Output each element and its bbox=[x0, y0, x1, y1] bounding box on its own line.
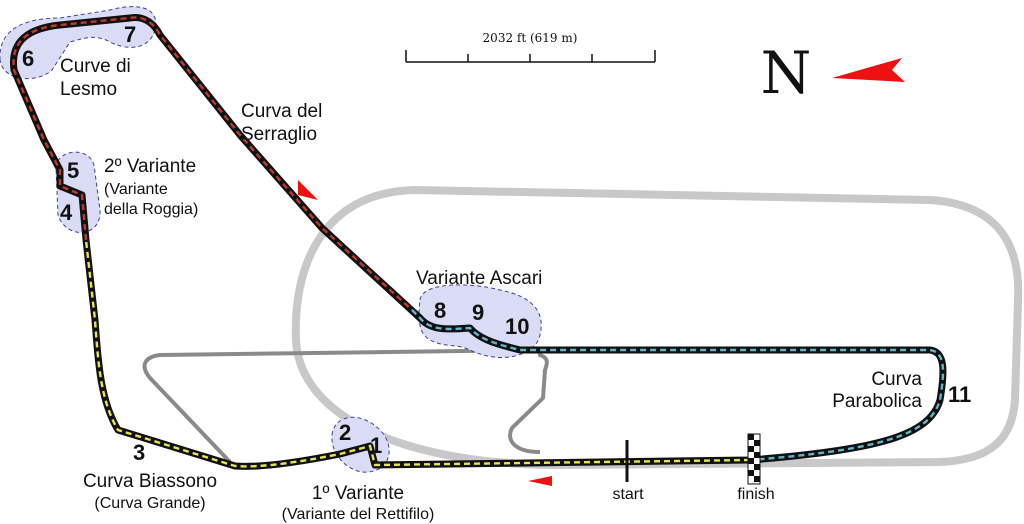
label-rettifilo: 1º Variante bbox=[312, 483, 404, 504]
corner-number: 4 bbox=[60, 200, 73, 225]
corner-number: 7 bbox=[124, 22, 136, 47]
corner-number: 10 bbox=[505, 314, 529, 339]
label-variante-roggia: 2º Variante bbox=[104, 156, 196, 177]
label-biassono: Curva Biassono bbox=[83, 471, 217, 492]
corner-number: 9 bbox=[472, 300, 484, 325]
label-biassono: (Curva Grande) bbox=[94, 495, 205, 512]
label-start: start bbox=[612, 486, 644, 503]
compass-north-letter: N bbox=[761, 39, 812, 107]
label-lesmo: Curve di bbox=[60, 56, 131, 77]
corner-number: 11 bbox=[948, 382, 971, 407]
track-sectors bbox=[12, 16, 945, 468]
finish-line bbox=[747, 433, 761, 485]
label-parabolica: Parabolica bbox=[832, 391, 922, 412]
direction-arrow-icon bbox=[528, 476, 552, 486]
label-finish: finish bbox=[737, 486, 774, 503]
label-lesmo: Lesmo bbox=[60, 79, 117, 100]
zone-lesmo bbox=[0, 6, 157, 80]
sector-1-dash bbox=[84, 239, 751, 468]
label-serraglio: Curva del bbox=[241, 101, 322, 122]
label-serraglio: Serraglio bbox=[241, 124, 317, 145]
corner-number: 1 bbox=[370, 433, 382, 458]
label-rettifilo: (Variante del Rettifilo) bbox=[282, 506, 435, 523]
corner-number: 5 bbox=[67, 158, 79, 183]
corner-number: 3 bbox=[133, 440, 145, 465]
sector-2-dash bbox=[12, 16, 413, 311]
corner-number: 8 bbox=[434, 298, 446, 323]
label-parabolica: Curva bbox=[871, 369, 922, 390]
label-variante-roggia: (Variante bbox=[104, 181, 168, 198]
label-variante-roggia: della Roggia) bbox=[104, 201, 198, 218]
direction-arrow-icon bbox=[298, 180, 318, 200]
corner-number: 2 bbox=[339, 420, 351, 445]
north-arrow-icon bbox=[832, 58, 905, 82]
corner-number: 6 bbox=[22, 46, 34, 71]
old-road bbox=[142, 347, 549, 464]
oval-track bbox=[291, 185, 1023, 470]
label-ascari: Variante Ascari bbox=[416, 268, 542, 289]
scale-bar bbox=[405, 50, 656, 63]
scale-bar-label: 2032 ft (619 m) bbox=[483, 31, 578, 45]
